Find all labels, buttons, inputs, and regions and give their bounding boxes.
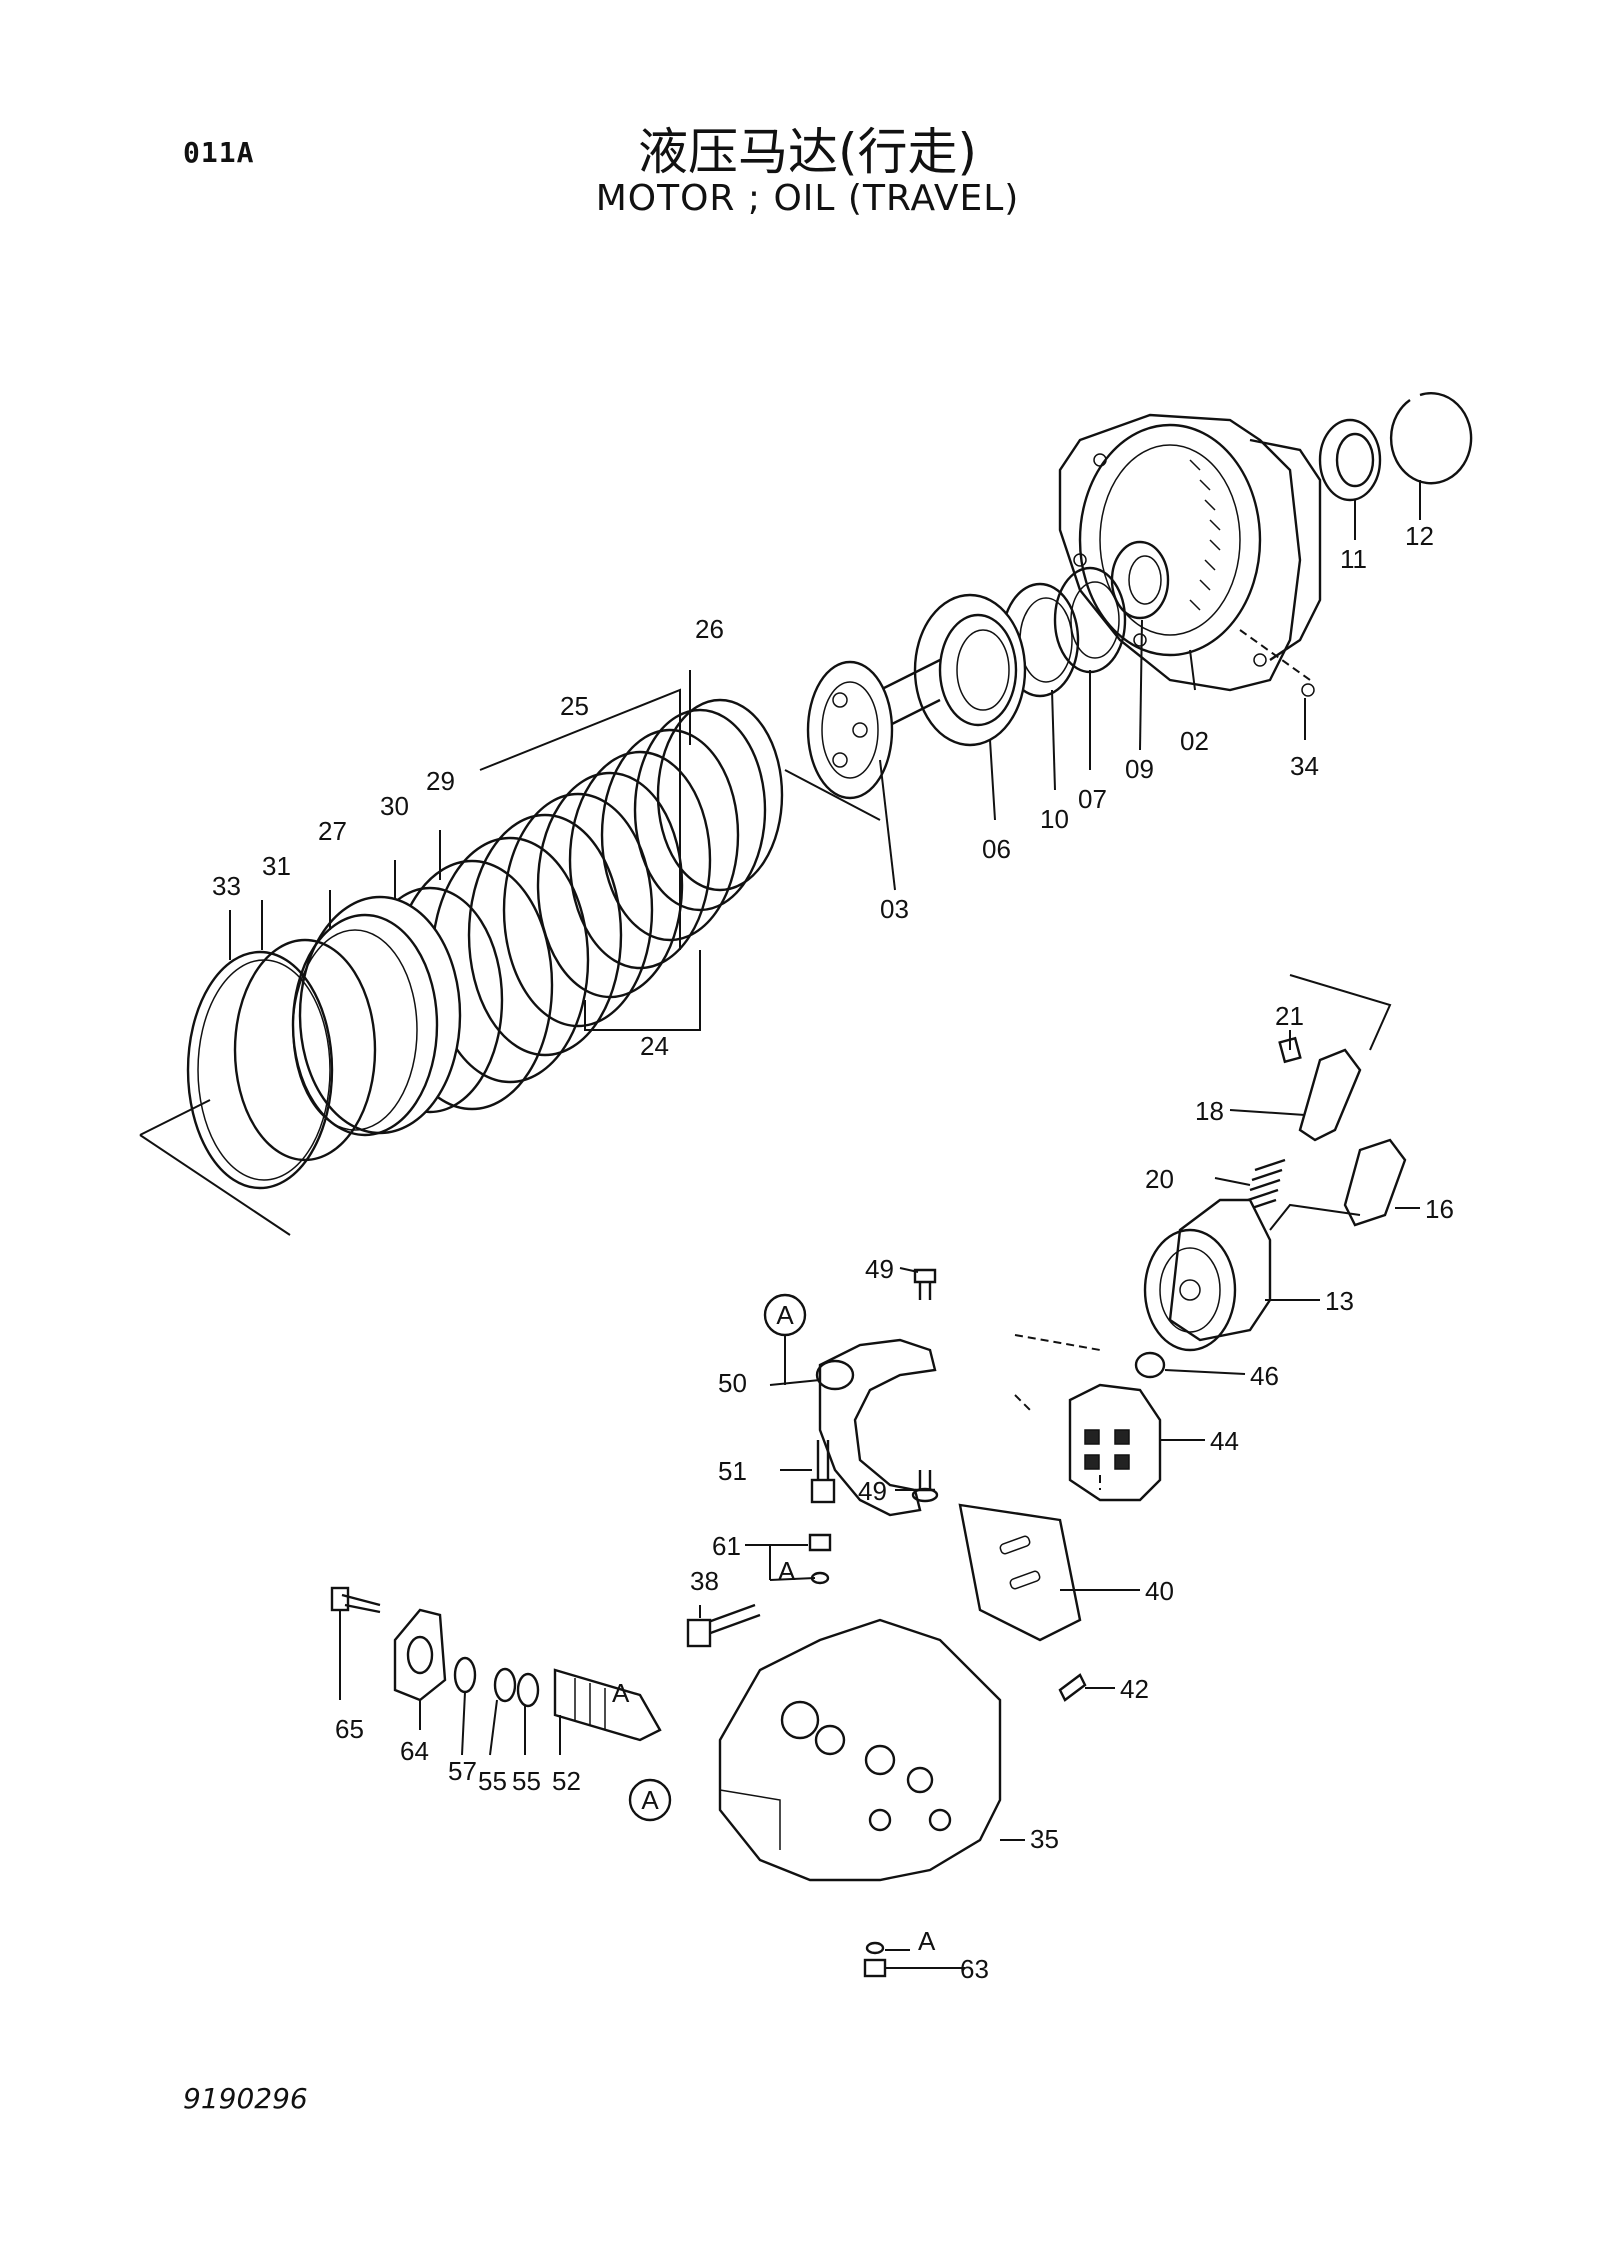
- callout-03: 03: [880, 894, 909, 924]
- title-english: MOTOR ; OIL (TRAVEL): [595, 178, 1020, 219]
- bearing-part-11: [1318, 418, 1382, 502]
- callout-40: 40: [1145, 1576, 1174, 1606]
- callout-27: 27: [318, 816, 347, 846]
- callout-25: 25: [560, 691, 589, 721]
- spool-part-52: [553, 1668, 662, 1742]
- callout-16: 16: [1425, 1194, 1454, 1224]
- plate-part-40: [958, 1503, 1082, 1642]
- callout-46: 46: [1250, 1361, 1279, 1391]
- casing-part-35: [718, 1618, 1002, 1882]
- bolt-part-51: [810, 1440, 836, 1504]
- reference-a-spool: A: [628, 1778, 672, 1822]
- callout-02: 02: [1180, 726, 1209, 756]
- plug-part-16: [1343, 1138, 1407, 1227]
- valve-plate-part-44: [1068, 1383, 1162, 1502]
- callout-34: 34: [1290, 751, 1319, 781]
- callout-49-bottom: 49: [858, 1476, 887, 1506]
- callout-18: 18: [1195, 1096, 1224, 1126]
- callout-63: 63: [960, 1954, 989, 1984]
- snap-ring-part-12: [1389, 392, 1473, 485]
- gear-shaft-part-03: [806, 658, 941, 800]
- callout-07: 07: [1078, 784, 1107, 814]
- callout-12: 12: [1405, 521, 1434, 551]
- callout-11: 11: [1340, 544, 1367, 574]
- bushing-part-46: [1134, 1351, 1166, 1379]
- ref-a-label: A: [641, 1785, 659, 1815]
- spring-part-20: [1245, 1158, 1286, 1212]
- callout-51: 51: [718, 1456, 747, 1486]
- callout-26: 26: [695, 614, 724, 644]
- callout-38: 38: [690, 1566, 719, 1596]
- spool-part-18: [1298, 1048, 1362, 1142]
- ref-a-label: A: [776, 1300, 794, 1330]
- title-chinese: 液压马达(行走): [637, 123, 977, 181]
- callout-30: 30: [380, 791, 409, 821]
- callout-42: 42: [1120, 1674, 1149, 1704]
- callout-06: 06: [982, 834, 1011, 864]
- callout-55-a: 55: [478, 1766, 507, 1796]
- cylinder-part-13: [1143, 1198, 1272, 1352]
- piston-part-27: [291, 895, 462, 1137]
- page-code: 011A: [183, 136, 255, 169]
- bolt-part-38: [686, 1603, 761, 1648]
- callout-09: 09: [1125, 754, 1154, 784]
- callout-64: 64: [400, 1736, 429, 1766]
- callout-44: 44: [1210, 1426, 1239, 1456]
- housing-part-02: [1058, 413, 1322, 692]
- callout-31: 31: [262, 851, 291, 881]
- callout-24: 24: [640, 1031, 669, 1061]
- callout-49-top: 49: [865, 1254, 894, 1284]
- callout-52: 52: [552, 1766, 581, 1796]
- seal-part-55-b: [516, 1672, 540, 1708]
- callout-33: 33: [212, 871, 241, 901]
- callout-35: 35: [1030, 1824, 1059, 1854]
- reference-a-swash: A: [763, 1293, 807, 1337]
- o-ring-part-34: [1301, 683, 1315, 697]
- callout-65: 65: [335, 1714, 364, 1744]
- bearing-part-06: [913, 593, 1027, 747]
- callout-labels: 02 03 06 07 09 10 11 12 13 16 18 20 21 2…: [212, 521, 1454, 1984]
- document-number: 9190296: [183, 2082, 308, 2115]
- callout-61: 61: [712, 1531, 741, 1561]
- callout-50: 50: [718, 1368, 747, 1398]
- o-ring-part-57: [453, 1656, 477, 1694]
- cover-part-64: [393, 1608, 447, 1702]
- bolt-part-65: [330, 1586, 381, 1614]
- callout-29: 29: [426, 766, 455, 796]
- callout-21: 21: [1275, 1001, 1304, 1031]
- callout-20: 20: [1145, 1164, 1174, 1194]
- ref-a-label-61: A: [778, 1556, 796, 1586]
- pin-part-21: [1278, 1036, 1302, 1064]
- callout-55-b: 55: [512, 1766, 541, 1796]
- callout-13: 13: [1325, 1286, 1354, 1316]
- plug-part-63: [863, 1941, 887, 1978]
- ring-part-31: [233, 938, 377, 1162]
- ring-part-33: [186, 950, 334, 1190]
- callout-10: 10: [1040, 804, 1069, 834]
- callout-57: 57: [448, 1756, 477, 1786]
- seal-part-55-a: [493, 1667, 517, 1703]
- screw-part-49-bottom: [911, 1470, 939, 1503]
- ref-a-label-63: A: [918, 1926, 936, 1956]
- swash-plate-part-50: [815, 1338, 937, 1517]
- screw-part-49-top: [913, 1268, 937, 1300]
- pin-part-42: [1058, 1673, 1087, 1702]
- ref-a-label-spool: A: [612, 1678, 630, 1708]
- plug-part-61: [808, 1533, 832, 1585]
- leader-lines: [229, 480, 1421, 1969]
